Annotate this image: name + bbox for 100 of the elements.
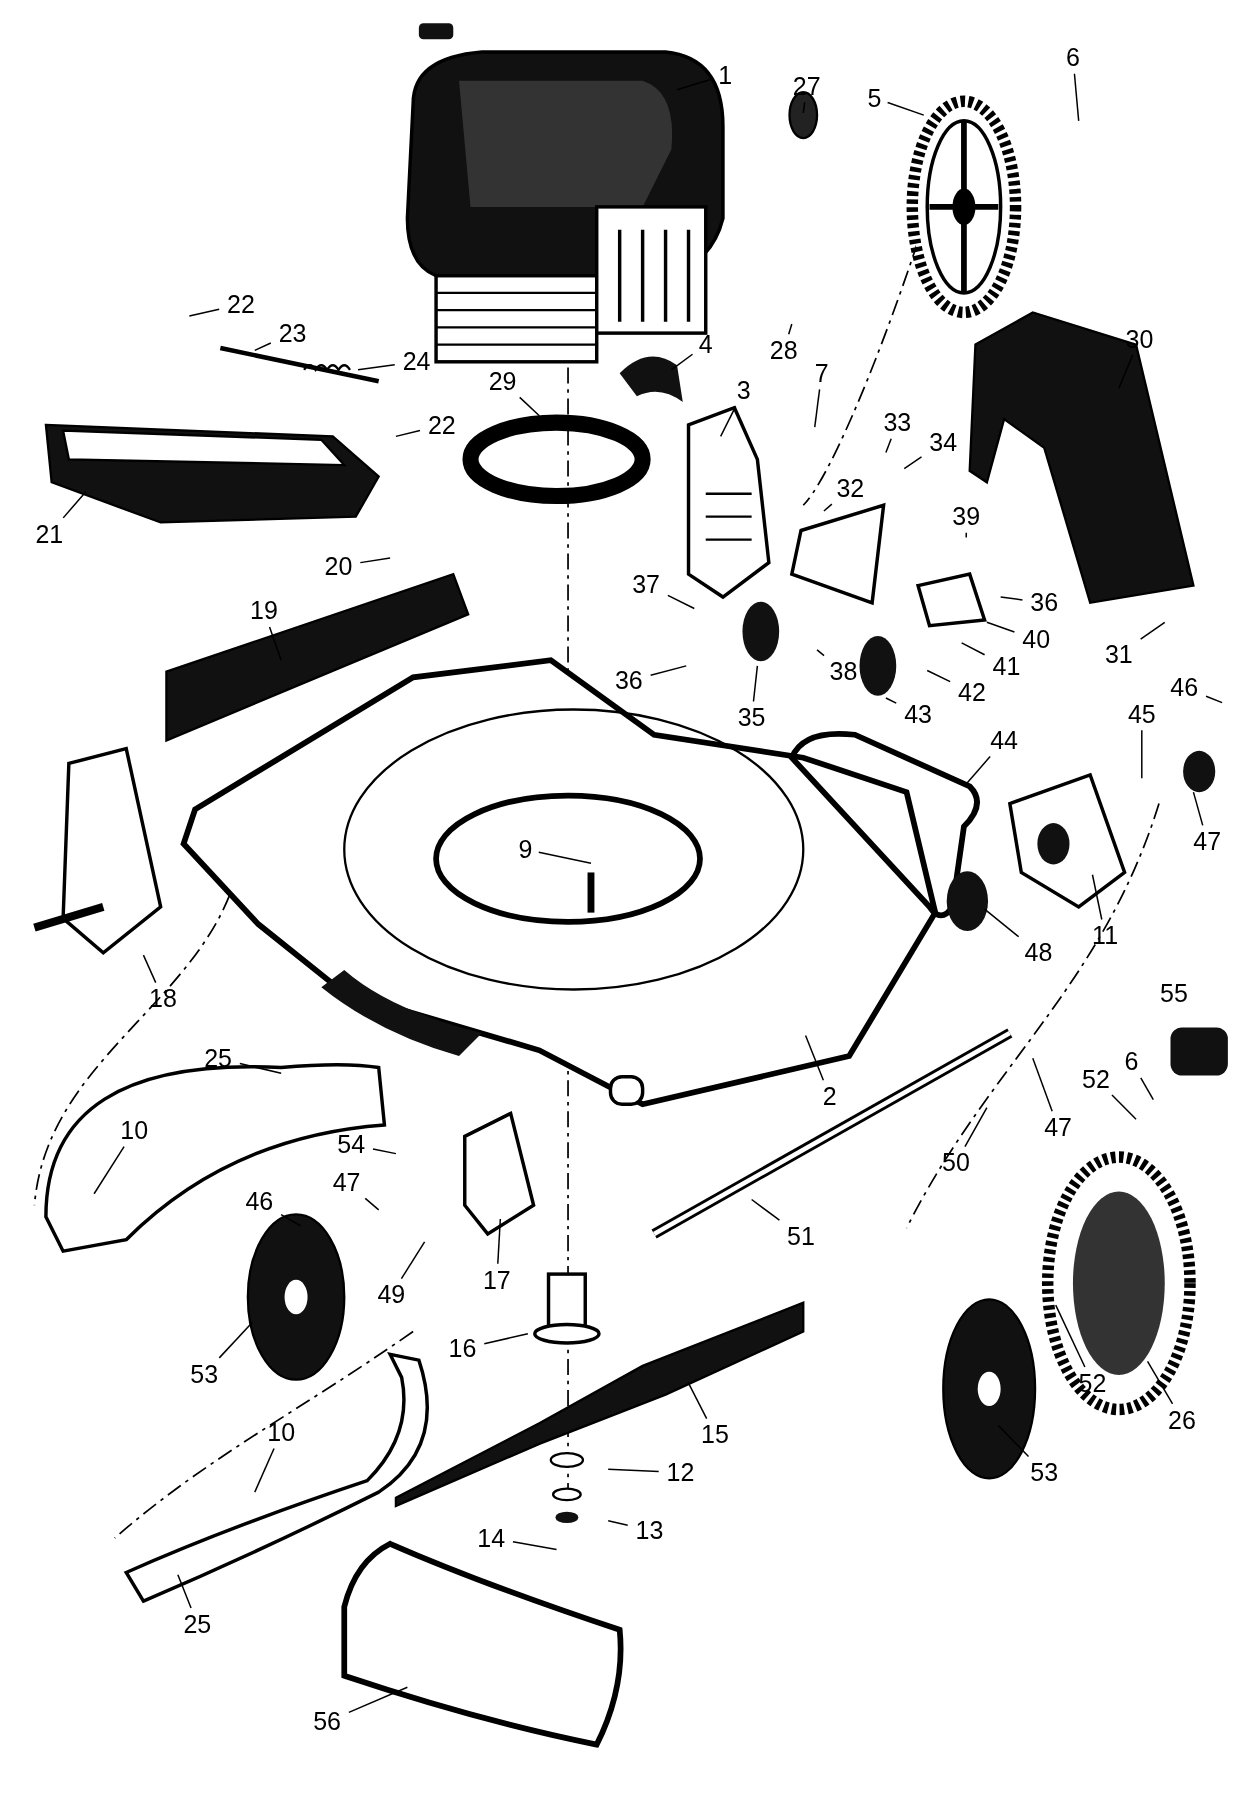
callout-number: 38: [829, 658, 858, 685]
callout-number: 39: [952, 503, 981, 530]
leader-line: [885, 437, 892, 454]
callout-number: 14: [477, 1524, 506, 1551]
leader-line: [400, 1241, 426, 1280]
leader-line: [885, 697, 897, 704]
leader-line: [188, 308, 220, 317]
leader-line: [787, 323, 793, 335]
leader-line: [1073, 73, 1080, 122]
leader-line: [814, 388, 821, 428]
callout-number: 30: [1125, 325, 1154, 352]
callout-number: 44: [990, 727, 1018, 754]
callout-number: 41: [992, 652, 1021, 679]
leader-line: [816, 649, 825, 657]
callout-number: 13: [635, 1516, 664, 1543]
leader-line: [960, 642, 986, 656]
callout-number: 11: [1092, 922, 1119, 949]
leader-line: [607, 1520, 629, 1526]
leader-line: [1032, 1057, 1053, 1112]
leader-line: [483, 1333, 529, 1345]
callout-number: 10: [120, 1117, 149, 1144]
callout-number: 32: [836, 474, 865, 501]
callout-number: 7: [814, 359, 829, 386]
leader-line: [142, 954, 157, 984]
leader-line: [667, 594, 695, 610]
leader-line: [177, 1574, 192, 1609]
leader-line: [804, 1034, 825, 1081]
leader-line: [1141, 729, 1143, 780]
callout-number: 55: [1160, 979, 1188, 1006]
callout-number: 51: [787, 1222, 815, 1249]
callout-number: 47: [1193, 828, 1222, 855]
callout-number: 4: [698, 331, 713, 358]
leader-line: [926, 669, 951, 683]
leader-line: [802, 101, 806, 114]
callout-number: 43: [904, 700, 932, 727]
leader-line: [93, 1145, 125, 1195]
callout-number: 27: [792, 73, 821, 100]
leader-line: [965, 532, 967, 539]
callout-number: 33: [883, 409, 912, 436]
leader-line: [239, 1062, 282, 1075]
callout-number: 25: [204, 1045, 232, 1072]
callout-number: 54: [337, 1131, 366, 1158]
leader-line: [903, 456, 923, 470]
callout-number: 17: [482, 1266, 511, 1293]
callout-number: 2: [822, 1082, 837, 1109]
leader-line: [1139, 621, 1166, 640]
leader-line: [649, 665, 687, 676]
leader-line: [538, 851, 592, 865]
leader-line: [1192, 791, 1204, 827]
callout-number: 28: [769, 337, 798, 363]
callout-number: 3: [736, 377, 751, 404]
callout-number: 21: [35, 520, 64, 547]
leader-line: [1111, 1094, 1137, 1120]
leader-line: [986, 621, 1016, 633]
callout-number: 23: [278, 319, 307, 346]
callout-number: 22: [227, 291, 255, 318]
callout-number: 25: [183, 1610, 212, 1637]
callout-number: 29: [488, 367, 517, 394]
callout-number: 20: [324, 552, 353, 579]
callout-number: 53: [1030, 1459, 1059, 1486]
leader-line: [964, 1106, 988, 1148]
leader-line: [1140, 1077, 1155, 1101]
leader-line: [254, 1447, 275, 1493]
leader-line: [983, 908, 1020, 938]
callout-number: 56: [313, 1708, 341, 1735]
callout-number: 34: [929, 428, 958, 455]
leader-line: [348, 1686, 409, 1714]
leader-line: [823, 503, 833, 512]
leader-line: [512, 1541, 558, 1551]
callout-number: 10: [267, 1419, 296, 1446]
callout-number: 15: [701, 1421, 729, 1448]
leader-line: [1091, 874, 1103, 921]
callout-number: 52: [1082, 1065, 1110, 1092]
leader-line: [676, 78, 713, 91]
callout-number: 26: [1168, 1406, 1196, 1433]
callout-number: 31: [1104, 641, 1133, 668]
leader-line: [607, 1468, 660, 1473]
callout-number: 18: [149, 985, 177, 1012]
leader-line: [886, 101, 925, 116]
leader-line: [965, 755, 991, 785]
callout-number: 12: [666, 1459, 695, 1486]
leader-line: [999, 596, 1024, 601]
callout-number: 24: [402, 348, 431, 375]
leader-line: [687, 1382, 708, 1420]
callout-number: 6: [1066, 44, 1080, 71]
callout-number: 5: [867, 84, 882, 111]
leader-line: [254, 342, 272, 352]
callout-number: 47: [1044, 1113, 1072, 1140]
callout-number: 36: [1030, 589, 1059, 616]
callout-number: 37: [632, 571, 660, 598]
leader-line: [268, 626, 282, 661]
callout-number: 48: [1024, 939, 1053, 966]
leader-line: [62, 490, 87, 519]
callout-number: 42: [958, 678, 986, 705]
leader-line: [218, 1321, 254, 1359]
callout-number: 40: [1022, 626, 1051, 653]
leader-line: [752, 665, 759, 703]
callout-number: 45: [1127, 700, 1156, 727]
callout-number: 46: [245, 1188, 274, 1215]
leader-line: [372, 1148, 397, 1155]
